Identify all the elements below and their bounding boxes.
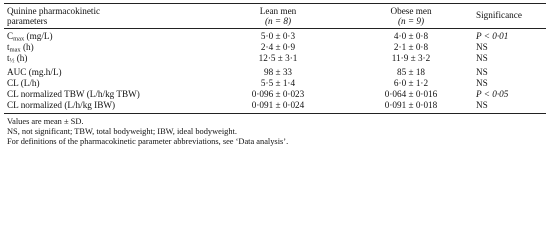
- table-row-significance: NS: [476, 100, 488, 110]
- header-obese: Obese men: [390, 6, 432, 16]
- header-obese-n: (n = 9): [397, 16, 425, 26]
- table-row-obese: 4·0 ± 0·8: [393, 31, 429, 41]
- header-lean: Lean men: [259, 6, 297, 16]
- table-row-param: t½ (h): [7, 53, 28, 65]
- footnote-definitions: For definitions of the pharmacokinetic p…: [7, 137, 289, 146]
- table-row-lean: 0·096 ± 0·023: [251, 89, 305, 99]
- table-row-lean: 98 ± 33: [263, 67, 293, 77]
- table-row-obese: 11·9 ± 3·2: [391, 53, 431, 63]
- table-row-obese: 0·064 ± 0·016: [384, 89, 438, 99]
- header-rule: [4, 28, 546, 29]
- header-lean-n: (n = 8): [264, 16, 292, 26]
- table-row-obese: 85 ± 18: [396, 67, 426, 77]
- table-row-significance: NS: [476, 67, 488, 77]
- table-row-significance: NS: [476, 53, 488, 63]
- table-row-significance: P < 0·05: [476, 89, 509, 99]
- table-row-lean: 2·4 ± 0·9: [260, 42, 296, 52]
- table-row-obese: 6·0 ± 1·2: [393, 78, 429, 88]
- table-row-obese: 2·1 ± 0·8: [393, 42, 429, 52]
- top-rule: [4, 3, 546, 4]
- table-row-param: CL (L/h): [7, 78, 40, 88]
- header-significance: Significance: [476, 10, 522, 20]
- table-row-param: tmax (h): [7, 42, 34, 54]
- header-parameters-line2: parameters: [7, 16, 48, 26]
- table-row-param: Cmax (mg/L): [7, 31, 53, 43]
- table-row-significance: NS: [476, 78, 488, 88]
- table-row-obese: 0·091 ± 0·018: [384, 100, 438, 110]
- table-row-param: AUC (mg.h/L): [7, 67, 62, 77]
- table-row-significance: NS: [476, 42, 488, 52]
- table-row-lean: 5·0 ± 0·3: [260, 31, 296, 41]
- pharmacokinetic-table: Quinine pharmacokinetic parameters Lean …: [4, 3, 546, 146]
- table-row-param: CL normalized (L/h/kg IBW): [7, 100, 116, 110]
- footnote-abbreviations: NS, not significant; TBW, total bodyweig…: [7, 127, 237, 136]
- table-row-lean: 0·091 ± 0·024: [251, 100, 305, 110]
- table-row-param: CL normalized TBW (L/h/kg TBW): [7, 89, 140, 99]
- table-row-significance: P < 0·01: [476, 31, 509, 41]
- footnote-values: Values are mean ± SD.: [7, 117, 84, 126]
- table-row-lean: 12·5 ± 3·1: [258, 53, 298, 63]
- table-row-lean: 5·5 ± 1·4: [260, 78, 296, 88]
- bottom-rule: [4, 113, 546, 114]
- header-parameters-line1: Quinine pharmacokinetic: [7, 6, 101, 16]
